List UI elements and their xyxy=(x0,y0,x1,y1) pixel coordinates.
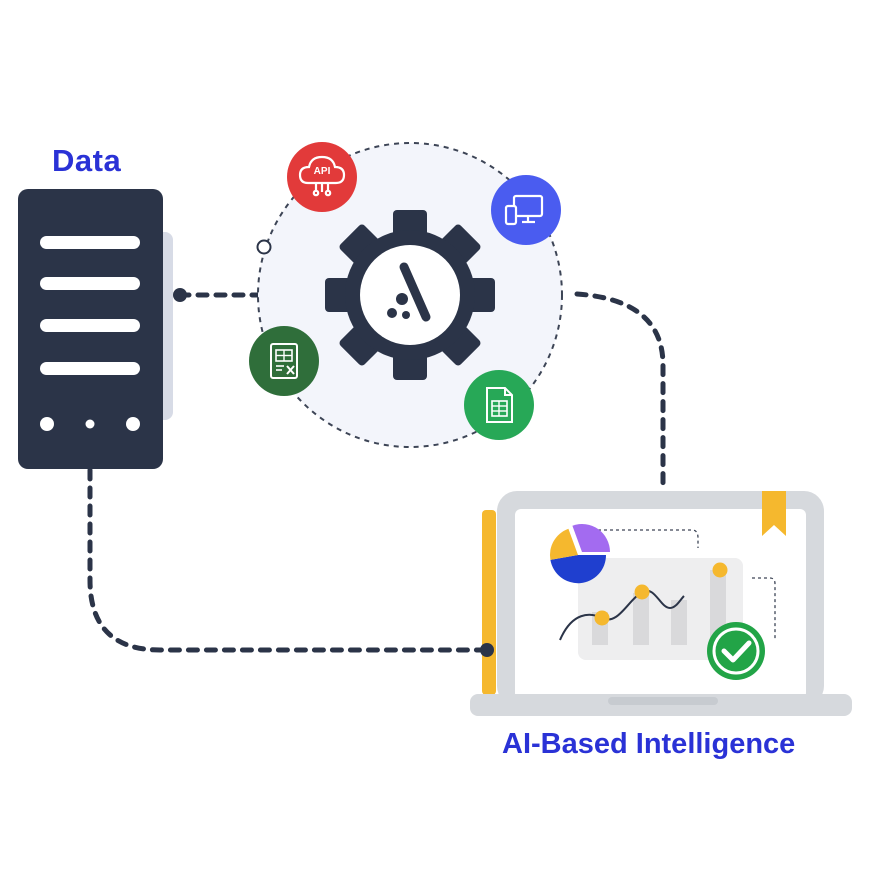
dashed-guide-top xyxy=(580,529,699,548)
dashboard-content xyxy=(549,524,776,680)
chart-card xyxy=(578,558,743,660)
bookmark-icon xyxy=(762,491,786,536)
laptop-port xyxy=(480,643,494,657)
ai-intelligence-label: AI-Based Intelligence xyxy=(502,728,796,760)
server-icon xyxy=(18,189,187,469)
api-cloud-icon: API xyxy=(287,142,357,212)
orbit-ring xyxy=(257,142,563,448)
line-chart-icon xyxy=(559,562,728,641)
spreadsheet-icon xyxy=(464,370,534,440)
data-label: Data xyxy=(52,143,122,178)
connector-server-to-laptop xyxy=(87,467,483,653)
api-badge-text: API xyxy=(314,166,331,177)
excel-sheet-icon xyxy=(249,326,319,396)
orbit-node xyxy=(256,239,272,255)
laptop-notch xyxy=(608,697,718,705)
dashed-guide-right xyxy=(752,577,776,640)
checkmark-icon xyxy=(707,622,765,680)
connector-gear-to-laptop xyxy=(574,291,666,488)
pie-chart-icon xyxy=(549,524,610,584)
laptop-yellow-accent xyxy=(482,510,496,695)
server-port xyxy=(173,288,187,302)
gear-logo-icon xyxy=(325,210,495,380)
devices-icon xyxy=(491,175,561,245)
connectors xyxy=(87,291,666,653)
